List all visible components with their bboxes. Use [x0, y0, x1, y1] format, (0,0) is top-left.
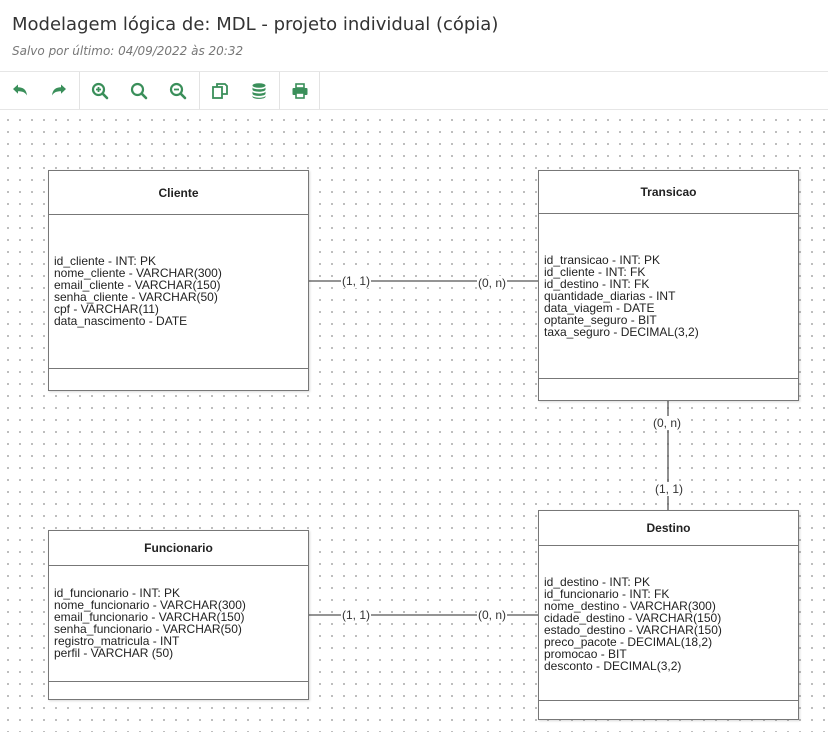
undo-button[interactable]: [0, 72, 40, 109]
entity-title: Destino: [539, 511, 798, 546]
cardinality-label: (1, 1): [654, 482, 685, 496]
cardinality-label: (1, 1): [341, 608, 372, 622]
entity-funcionario[interactable]: Funcionario id_funcionario - INT: PK nom…: [48, 530, 309, 700]
entity-field: cpf - VARCHAR(11): [54, 302, 159, 316]
entity-footer: [539, 700, 798, 719]
page-header: Modelagem lógica de: MDL - projeto indiv…: [0, 0, 828, 72]
undo-icon: [13, 84, 27, 95]
entity-field: registro_matricula - INT: [54, 634, 180, 648]
toolbar: [0, 71, 828, 110]
cardinality-label: (0, n): [477, 276, 508, 290]
cardinality-label: (0, n): [477, 608, 508, 622]
redo-button[interactable]: [39, 72, 79, 109]
entity-field: cidade_destino - VARCHAR(150): [544, 611, 722, 625]
entity-field: id_destino - INT: FK: [544, 277, 650, 291]
database-icon: [252, 82, 266, 99]
entity-fields: id_funcionario - INT: PK nome_funcionari…: [54, 587, 304, 659]
entity-cliente[interactable]: Cliente id_cliente - INT: PK nome_client…: [48, 170, 309, 391]
entity-footer: [49, 681, 308, 699]
entity-field: id_funcionario - INT: FK: [544, 587, 670, 601]
last-saved-text: Salvo por último: 04/09/2022 às 20:32: [12, 44, 244, 58]
entity-destino[interactable]: Destino id_destino - INT: PK id_funciona…: [538, 510, 799, 720]
entity-footer: [539, 378, 798, 400]
entity-fields: id_destino - INT: PK id_funcionario - IN…: [544, 576, 794, 672]
copy-button[interactable]: [200, 72, 240, 109]
zoom-out-icon: [169, 82, 187, 99]
entity-field: senha_cliente - VARCHAR(50): [54, 290, 218, 304]
entity-title: Transicao: [539, 171, 798, 214]
entity-field: quantidade_diarias - INT: [544, 289, 676, 303]
entity-field: data_nascimento - DATE: [54, 314, 188, 328]
zoom-in-icon: [91, 82, 109, 99]
entity-fields: id_cliente - INT: PK nome_cliente - VARC…: [54, 255, 304, 327]
zoom-out-button[interactable]: [158, 72, 198, 109]
entity-field: taxa_seguro - DECIMAL(3,2): [544, 325, 699, 339]
cardinality-label: (0, n): [652, 416, 683, 430]
entity-transicao[interactable]: Transicao id_transicao - INT: PK id_clie…: [538, 170, 799, 401]
entity-field: nome_funcionario - VARCHAR(300): [54, 598, 246, 612]
entity-field: estado_destino - VARCHAR(150): [544, 623, 722, 637]
entity-field: id_cliente - INT: FK: [544, 265, 646, 279]
entity-field: id_transicao - INT: PK: [544, 253, 661, 267]
entity-footer: [49, 368, 308, 390]
page-title: Modelagem lógica de: MDL - projeto indiv…: [12, 14, 499, 35]
entity-field: promocao - BIT: [544, 647, 627, 661]
entity-field: perfil - VARCHAR (50): [54, 646, 174, 660]
copy-icon: [212, 82, 228, 99]
entity-field: optante_seguro - BIT: [544, 313, 657, 327]
print-button[interactable]: [280, 72, 320, 109]
cardinality-label: (1, 1): [341, 274, 372, 288]
database-button[interactable]: [239, 72, 279, 109]
zoom-in-button[interactable]: [80, 72, 120, 109]
zoom-reset-icon: [130, 82, 148, 99]
entity-field: id_cliente - INT: PK: [54, 254, 157, 268]
entity-field: preco_pacote - DECIMAL(18,2): [544, 635, 713, 649]
entity-field: nome_cliente - VARCHAR(300): [54, 266, 222, 280]
entity-title: Funcionario: [49, 531, 308, 566]
entity-field: data_viagem - DATE: [544, 301, 655, 315]
entity-field: id_funcionario - INT: PK: [54, 586, 181, 600]
entity-field: nome_destino - VARCHAR(300): [544, 599, 716, 613]
zoom-reset-button[interactable]: [119, 72, 159, 109]
entity-title: Cliente: [49, 171, 308, 215]
entity-fields: id_transicao - INT: PK id_cliente - INT:…: [544, 254, 794, 338]
toolbar-divider: [199, 72, 200, 109]
toolbar-divider: [319, 72, 320, 109]
entity-field: desconto - DECIMAL(3,2): [544, 659, 682, 673]
entity-field: email_funcionario - VARCHAR(150): [54, 610, 245, 624]
entity-field: senha_funcionario - VARCHAR(50): [54, 622, 242, 636]
entity-field: email_cliente - VARCHAR(150): [54, 278, 221, 292]
redo-icon: [52, 84, 66, 95]
print-icon: [292, 82, 308, 99]
toolbar-divider: [279, 72, 280, 109]
toolbar-divider: [79, 72, 80, 109]
entity-field: id_destino - INT: PK: [544, 575, 651, 589]
diagram-canvas[interactable]: Cliente id_cliente - INT: PK nome_client…: [0, 110, 828, 732]
